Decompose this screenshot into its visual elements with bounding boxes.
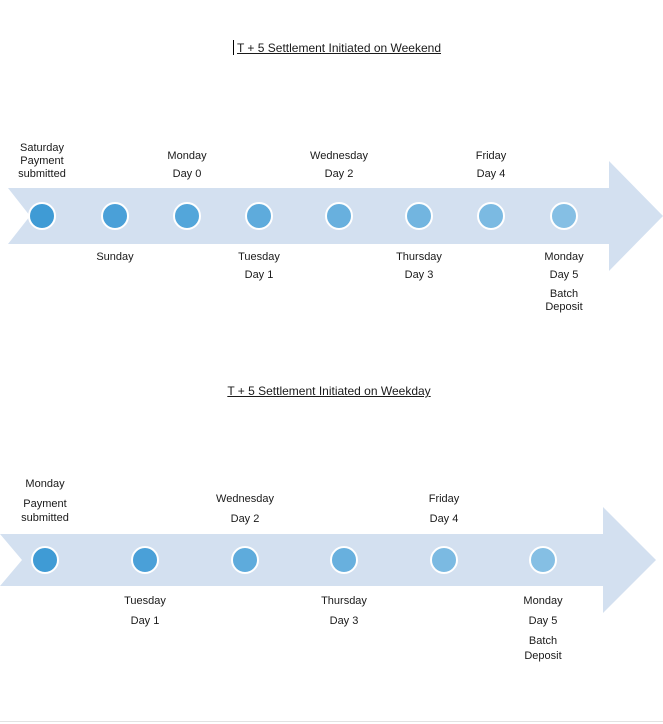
timeline-bottom-label: Batch [549, 288, 579, 300]
timeline-marker [131, 546, 159, 574]
timeline-top-label: Payment [20, 155, 64, 167]
timeline-top-label: Saturday [19, 142, 65, 154]
timeline-top-label: Monday [25, 478, 65, 490]
timeline-bottom-label: Monday [523, 595, 563, 607]
timeline-bottom-label: Day 3 [329, 615, 359, 627]
timeline-top-label: Payment [23, 498, 67, 510]
timeline-marker [325, 202, 353, 230]
timeline-marker [245, 202, 273, 230]
timeline-bottom-label: Day 5 [528, 615, 558, 627]
timeline-top-label: Day 2 [324, 168, 354, 180]
timeline-marker [529, 546, 557, 574]
timeline-bottom-label: Deposit [524, 650, 562, 662]
timeline-bottom-label: Day 3 [404, 269, 434, 281]
timeline-bottom-label: Day 1 [130, 615, 160, 627]
timeline-top-label: Day 4 [429, 513, 459, 525]
timeline-bottom-label: Day 5 [549, 269, 579, 281]
timeline-1-title: T + 5 Settlement Initiated on Weekend [236, 41, 442, 55]
timeline-top-label: Friday [428, 493, 460, 505]
timeline-bottom-label: Sunday [96, 251, 134, 263]
timeline-top-label: Day 0 [172, 168, 202, 180]
timeline-top-label: Day 2 [230, 513, 260, 525]
timeline-bottom-label: Thursday [396, 251, 442, 263]
timeline-bottom-label: Tuesday [124, 595, 166, 607]
timeline-marker [477, 202, 505, 230]
timeline-marker [430, 546, 458, 574]
timeline-top-label: submitted [21, 512, 69, 524]
timeline-marker [28, 202, 56, 230]
page-bottom-edge [0, 721, 663, 722]
timeline-marker [405, 202, 433, 230]
timeline-bottom-label: Batch [528, 635, 558, 647]
timeline-bottom-label: Tuesday [238, 251, 280, 263]
timeline-marker [101, 202, 129, 230]
timeline-2-markers [31, 546, 557, 574]
timeline-2-title: T + 5 Settlement Initiated on Weekday [227, 384, 431, 398]
timeline-top-label: submitted [18, 168, 66, 180]
timeline-2-arrow [0, 507, 656, 613]
timeline-top-label: Day 4 [476, 168, 506, 180]
timeline-bottom-label: Day 1 [244, 269, 274, 281]
timeline-top-label: Wednesday [310, 150, 368, 162]
timeline-marker [31, 546, 59, 574]
timeline-top-label: Friday [475, 150, 507, 162]
text-cursor [233, 40, 234, 55]
timeline-marker [550, 202, 578, 230]
timeline-bottom-label: Thursday [321, 595, 367, 607]
timeline-marker [330, 546, 358, 574]
timeline-bottom-label: Deposit [545, 301, 583, 313]
timeline-top-label: Monday [167, 150, 207, 162]
timeline-top-label: Wednesday [216, 493, 274, 505]
timeline-1-markers [28, 202, 578, 230]
timeline-marker [173, 202, 201, 230]
timeline-marker [231, 546, 259, 574]
timeline-bottom-label: Monday [544, 251, 584, 263]
